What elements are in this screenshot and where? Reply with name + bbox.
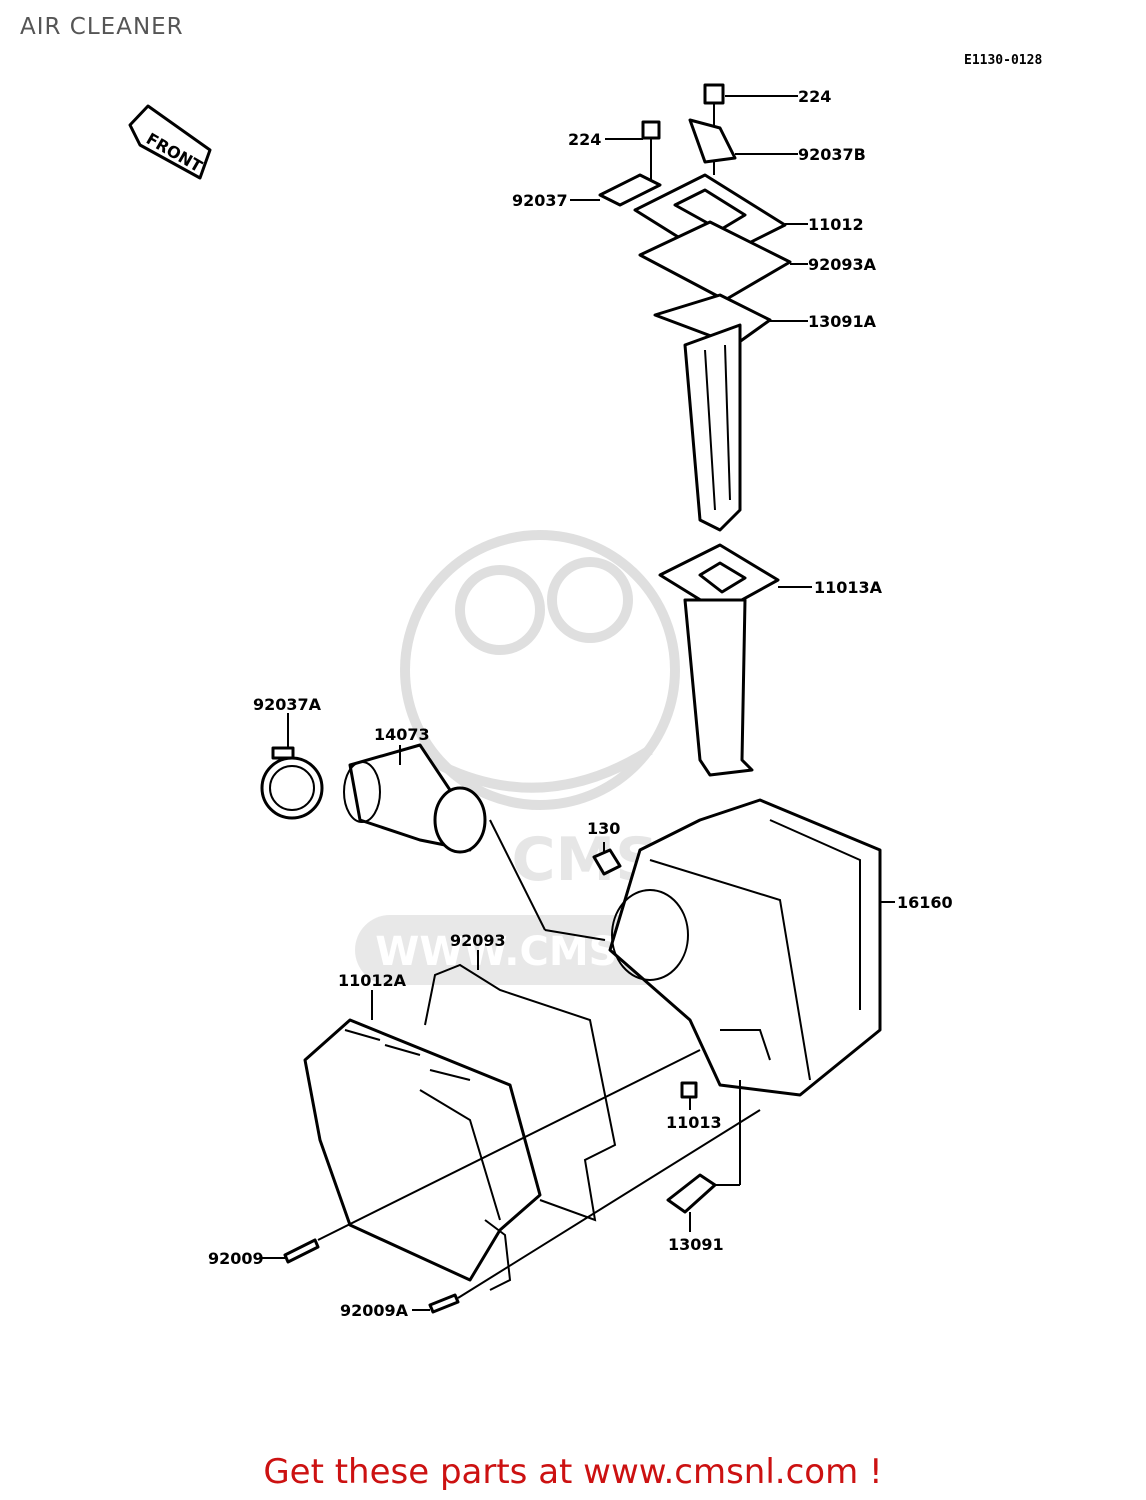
page-title: AIR CLEANER <box>20 14 184 40</box>
air-cleaner-housing <box>592 798 882 1214</box>
label-224-top: 224 <box>798 87 831 106</box>
air-filter-element <box>260 743 487 854</box>
label-92009A: 92009A <box>340 1301 409 1320</box>
label-92093A: 92093A <box>808 255 877 274</box>
label-92037: 92037 <box>512 191 568 210</box>
leader-lines <box>262 95 895 1311</box>
footer-promo-link[interactable]: Get these parts at www.cmsnl.com ! <box>263 1452 883 1492</box>
label-13091A: 13091A <box>808 312 877 331</box>
label-13091: 13091 <box>668 1235 724 1254</box>
label-224: 224 <box>568 130 601 149</box>
label-11013A: 11013A <box>814 578 883 597</box>
screws <box>283 1238 460 1314</box>
intake-duct-upper <box>598 83 792 777</box>
label-92009: 92009 <box>208 1249 264 1268</box>
label-11013: 11013 <box>666 1113 722 1132</box>
label-11012: 11012 <box>808 215 864 234</box>
label-92093: 92093 <box>450 931 506 950</box>
label-92037A: 92037A <box>253 695 322 714</box>
front-arrow-icon: FRONT <box>128 104 212 180</box>
label-130: 130 <box>587 819 620 838</box>
label-11012A: 11012A <box>338 971 407 990</box>
label-92037B: 92037B <box>798 145 866 164</box>
diagram-code: E1130-0128 <box>964 53 1043 68</box>
air-cleaner-cover <box>303 963 617 1291</box>
label-16160: 16160 <box>897 893 953 912</box>
label-14073: 14073 <box>374 725 430 744</box>
